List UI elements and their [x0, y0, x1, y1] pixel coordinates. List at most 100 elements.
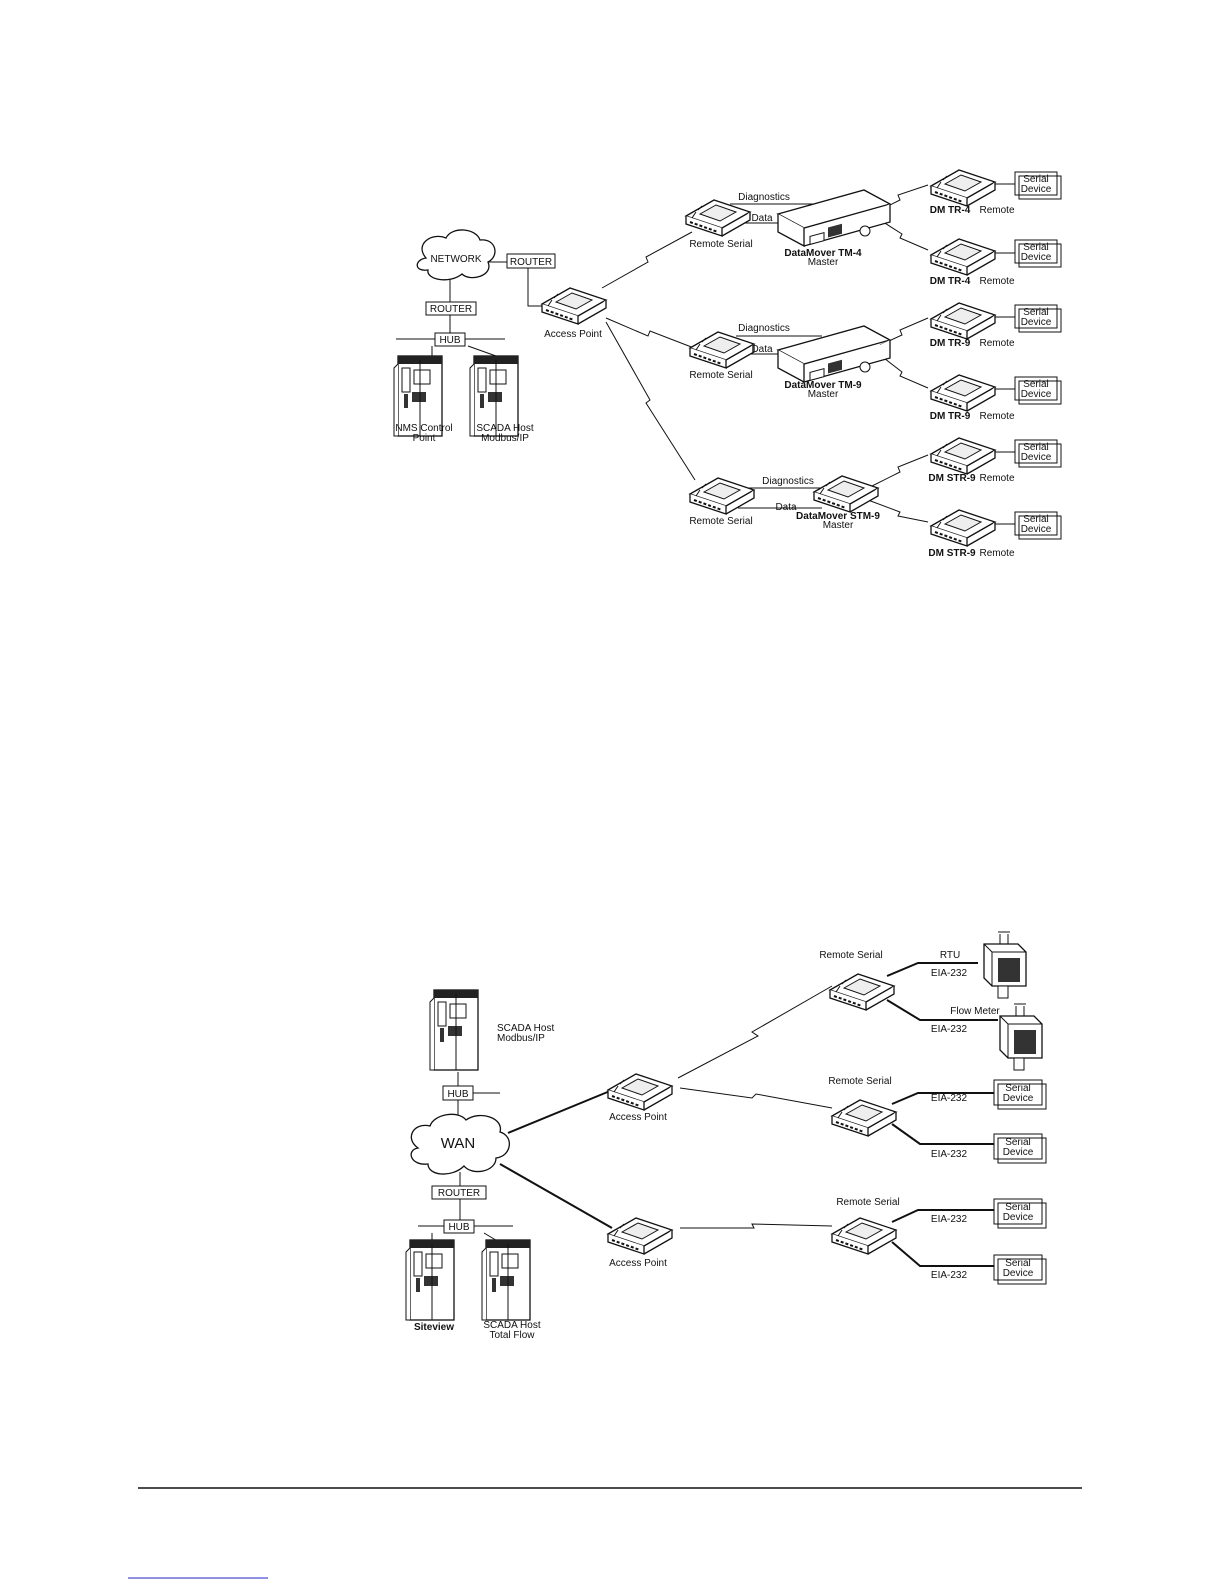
access-point-label: Access Point: [544, 329, 602, 340]
wan-cloud: WAN: [410, 1113, 510, 1175]
tr9-remote-1: DM TR-9 Remote: [930, 302, 1015, 349]
serial-b2-line1: Serial: [1005, 1137, 1031, 1148]
remote-serial-b1: Remote Serial: [819, 950, 895, 1011]
eia-b1: EIA-232: [931, 968, 968, 979]
diagnostics-label-1: Diagnostics: [738, 192, 790, 203]
serial-device-t4: Serial Device: [1014, 376, 1062, 405]
stm9-master: Master: [823, 520, 854, 531]
eia-b6: EIA-232: [931, 1270, 968, 1281]
str9-1-remote: Remote: [979, 473, 1014, 484]
remote-serial-1: Remote Serial: [685, 199, 753, 250]
eia-b2: EIA-232: [931, 1024, 968, 1035]
tr9-1-name: DM TR-9: [930, 338, 971, 349]
router-bottom: ROUTER: [431, 1185, 487, 1200]
siteview-host: Siteview: [405, 1239, 455, 1333]
bottom-links: [418, 962, 998, 1267]
scada-label-2: Modbus/IP: [481, 433, 529, 444]
serial-t5-line2: Device: [1021, 452, 1052, 463]
tm4-master: Master: [808, 257, 839, 268]
top-wireless-links: [601, 184, 929, 523]
scada-host-total-flow: SCADA Host Total Flow: [481, 1239, 541, 1341]
str9-remote-2: DM STR-9 Remote: [928, 509, 1015, 559]
router-top: ROUTER: [506, 253, 556, 269]
stm9-name: DataMover STM-9: [796, 511, 880, 522]
siteview-label: Siteview: [414, 1322, 454, 1333]
serial-t4-line2: Device: [1021, 389, 1052, 400]
serial-device-t5: Serial Device: [1014, 439, 1062, 468]
hub-bottom-label: HUB: [448, 1222, 469, 1233]
eia-b3: EIA-232: [931, 1093, 968, 1104]
tr9-remote-2: DM TR-9 Remote: [930, 374, 1015, 422]
serial-t6-line2: Device: [1021, 524, 1052, 535]
rs-b2-label: Remote Serial: [828, 1076, 891, 1087]
access-point-top: Access Point: [541, 287, 607, 340]
remote-serial-3-label: Remote Serial: [689, 516, 752, 527]
serial-t6-line1: Serial: [1023, 514, 1049, 525]
data-label-3: Data: [775, 502, 797, 513]
serial-b3-line2: Device: [1003, 1212, 1034, 1223]
serial-device-t6: Serial Device: [1014, 511, 1062, 540]
serial-device-t1: Serial Device: [1014, 171, 1062, 200]
remote-serial-2-label: Remote Serial: [689, 370, 752, 381]
nms-label-1: NMS Control: [395, 423, 452, 434]
serial-device-t2: Serial Device: [1014, 239, 1062, 268]
tm4-name: DataMover TM-4: [784, 248, 862, 259]
serial-b4-line1: Serial: [1005, 1258, 1031, 1269]
serial-device-b3: Serial Device: [993, 1198, 1047, 1229]
tr4-2-remote: Remote: [979, 276, 1014, 287]
router-top-label: ROUTER: [510, 257, 552, 268]
eia-b4: EIA-232: [931, 1149, 968, 1160]
str9-1-name: DM STR-9: [928, 473, 976, 484]
serial-b1-line1: Serial: [1005, 1083, 1031, 1094]
nms-control-point: NMS Control Point: [393, 355, 453, 444]
remote-serial-b2: Remote Serial: [828, 1076, 897, 1137]
serial-t1-line2: Device: [1021, 184, 1052, 195]
remote-serial-3: Remote Serial: [689, 477, 755, 527]
datamover-stm9-master: DataMover STM-9 Master: [796, 475, 880, 531]
datamover-tm9-master: DataMover TM-9 Master: [777, 325, 891, 400]
router-left-label: ROUTER: [430, 304, 472, 315]
str9-2-remote: Remote: [979, 548, 1014, 559]
tr4-2-name: DM TR-4: [930, 276, 971, 287]
scada-top-label-1: SCADA Host: [497, 1023, 554, 1034]
top-diagram: NETWORK ROUTER ROUTER HUB NMS Control Po…: [393, 169, 1062, 559]
rtu-device: RTU: [940, 931, 1027, 999]
scada-bottom-label-1: SCADA Host: [483, 1320, 540, 1331]
scada-bottom-label-2: Total Flow: [489, 1330, 535, 1341]
hub-bottom-top: HUB: [442, 1085, 474, 1101]
remote-serial-b3: Remote Serial: [831, 1197, 900, 1255]
datamover-tm4-master: DataMover TM-4 Master: [777, 189, 891, 268]
tr9-2-remote: Remote: [979, 411, 1014, 422]
tm9-name: DataMover TM-9: [784, 380, 862, 391]
remote-serial-2: Remote Serial: [689, 331, 755, 381]
str9-remote-1: DM STR-9 Remote: [928, 437, 1015, 484]
serial-b4-line2: Device: [1003, 1268, 1034, 1279]
str9-2-name: DM STR-9: [928, 548, 976, 559]
network-label: NETWORK: [430, 254, 481, 265]
network-cloud: NETWORK: [416, 229, 496, 281]
tr9-2-name: DM TR-9: [930, 411, 971, 422]
scada-host-modbus: SCADA Host Modbus/IP: [469, 355, 534, 444]
bottom-wireless-links: [677, 985, 833, 1229]
scada-top-label-2: Modbus/IP: [497, 1033, 545, 1044]
scada-label-1: SCADA Host: [476, 423, 533, 434]
tr4-remote-2: DM TR-4 Remote: [930, 238, 1015, 287]
serial-t2-line1: Serial: [1023, 242, 1049, 253]
nms-label-2: Point: [413, 433, 436, 444]
flow-meter-device: Flow Meter: [950, 1003, 1043, 1071]
serial-device-b4: Serial Device: [993, 1254, 1047, 1285]
flow-meter-label: Flow Meter: [950, 1006, 1000, 1017]
rtu-label: RTU: [940, 950, 960, 961]
serial-t4-line1: Serial: [1023, 379, 1049, 390]
diagnostics-label-3: Diagnostics: [762, 476, 814, 487]
eia-b5: EIA-232: [931, 1214, 968, 1225]
scada-host-modbus-bottom: SCADA Host Modbus/IP: [429, 989, 554, 1071]
data-label-1: Data: [751, 213, 773, 224]
remote-serial-1-label: Remote Serial: [689, 239, 752, 250]
access-point-bottom-2: Access Point: [607, 1217, 673, 1269]
rs-b3-label: Remote Serial: [836, 1197, 899, 1208]
access-point-bottom-1: Access Point: [607, 1073, 673, 1123]
serial-device-b2: Serial Device: [993, 1133, 1047, 1164]
diagnostics-label-2: Diagnostics: [738, 323, 790, 334]
